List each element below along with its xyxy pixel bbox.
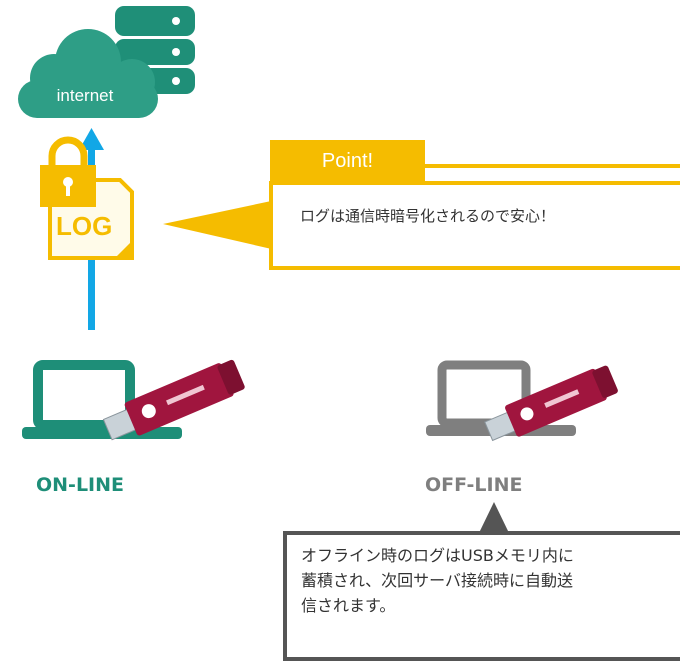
cloud-icon: [18, 29, 158, 118]
cloud-label: internet: [56, 86, 114, 105]
log-label-layer: LOG: [56, 211, 112, 241]
note-line: 信されます。: [301, 596, 396, 615]
laptop-online-icon: [22, 360, 182, 439]
callout-box: [269, 181, 680, 270]
note-line: オフライン時のログはUSBメモリ内に: [301, 546, 574, 565]
online-label: ON-LINE: [36, 474, 124, 496]
note-line: 蓄積され、次回サーバ接続時に自動送: [301, 571, 574, 590]
log-label: LOG: [56, 211, 112, 241]
offline-label: OFF-LINE: [425, 474, 523, 496]
log-file-icon: [40, 136, 134, 260]
diagram-graphics: [18, 6, 680, 535]
note-text: オフライン時のログはUSBメモリ内に 蓄積され、次回サーバ接続時に自動送 信され…: [301, 543, 680, 618]
usb-online-icon: [102, 359, 245, 441]
callout-text: ログは通信時暗号化されるので安心！: [300, 207, 556, 225]
callout-title: Point!: [270, 140, 425, 183]
note-pointer: [478, 502, 510, 535]
note-box: [283, 531, 680, 661]
callout-pointer: [163, 200, 276, 250]
usb-offline-icon: [484, 365, 618, 442]
laptop-offline-icon: [426, 360, 576, 436]
